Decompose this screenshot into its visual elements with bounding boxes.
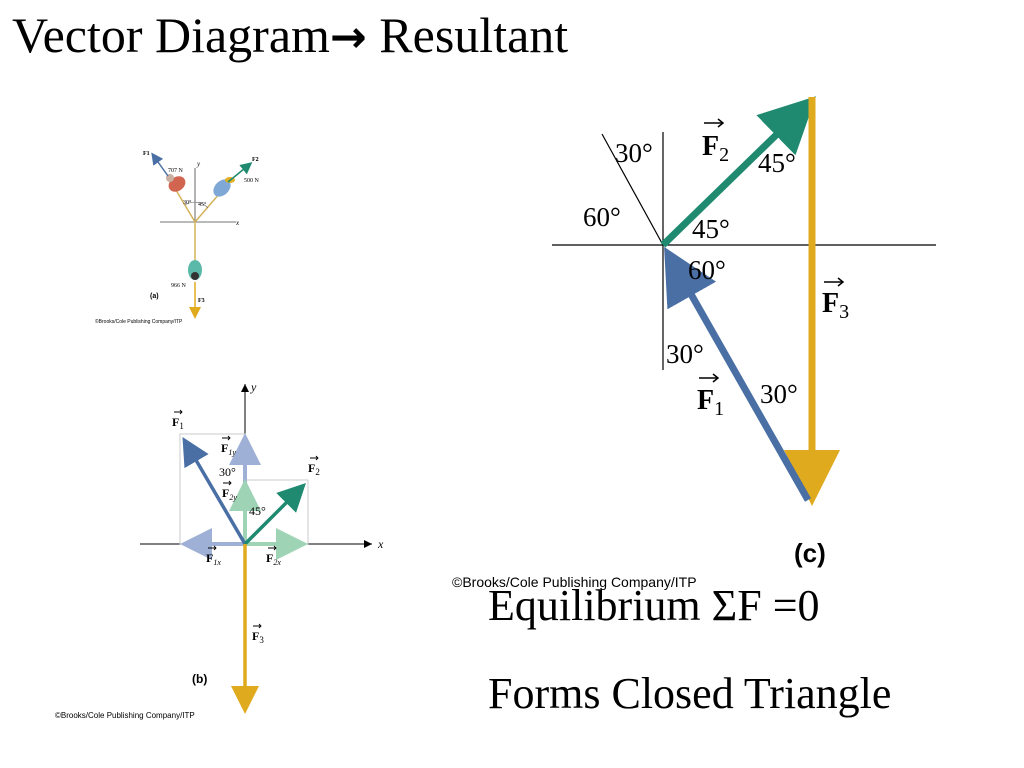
fig-a-label: (a) [150, 293, 159, 300]
fig-a-person-2 [213, 179, 231, 197]
fig-a-angle-45: 45° [198, 201, 207, 208]
fig-a-arrow-f1 [151, 152, 169, 177]
fig-b-arrow-f1 [182, 436, 247, 545]
fig-a-f2-value: 500 N [244, 178, 260, 184]
fig-c-f2-label: F2 [702, 118, 729, 166]
fig-c-angle-30-top: 30° [615, 138, 653, 168]
fig-a-f2-label: F2 [252, 157, 259, 163]
fig-c-angle-30-lower: 30° [666, 339, 704, 369]
fig-c-label: (c) [794, 538, 826, 568]
fig-b-label: (b) [192, 672, 207, 686]
fig-c-arrow-f1 [664, 246, 812, 502]
fig-a-f1-label: F1 [143, 151, 150, 157]
fig-b-f1-label: F1 [172, 415, 184, 431]
fig-b-f1y-label: F1y [221, 441, 236, 457]
figure-c: 30° 60° 45° 45° 60° 30° 30° F2 F3 F1 (c)… [452, 96, 936, 590]
fig-b-angle-45: 45° [249, 504, 266, 518]
fig-b-vector-accents [174, 409, 319, 629]
slide-title: Vector Diagram→ Resultant [12, 8, 568, 63]
fig-c-diagonal-line [601, 133, 664, 246]
fig-c-angle-45-top: 45° [758, 148, 796, 178]
equilibrium-caption: Equilibrium ΣF =0 [488, 581, 820, 630]
fig-b-angle-30: 30° [219, 465, 236, 479]
fig-a-person-3-head [191, 272, 199, 280]
fig-a-angle-arc [184, 201, 209, 209]
figure-a: x y 30° 45° F1 F2 F3 707 N 500 N 966 N (… [95, 151, 260, 325]
figure-b: x y F1 F1y 30° F2y 45° F2 F1x F2x F3 (b)… [55, 380, 384, 720]
right-arrow-icon: → [329, 12, 367, 63]
fig-c-angle-60-left: 60° [583, 202, 621, 232]
fig-a-arrow-f2 [227, 162, 253, 183]
closed-triangle-caption: Forms Closed Triangle [488, 669, 892, 718]
fig-c-f1-label: F1 [697, 373, 724, 420]
fig-a-f1-value: 707 N [168, 168, 184, 174]
fig-a-angle-30: 30° [183, 199, 192, 206]
fig-a-f3-label: F3 [198, 298, 205, 304]
fig-b-f1x-label: F1x [206, 551, 221, 567]
fig-c-angle-60-origin: 60° [688, 255, 726, 285]
fig-b-arrow-f2 [243, 483, 306, 546]
fig-a-axis-y-label: y [196, 160, 201, 168]
title-part1: Vector Diagram [12, 7, 330, 63]
fig-c-arrow-f2 [660, 96, 817, 248]
fig-c-copyright: ©Brooks/Cole Publishing Company/ITP [452, 574, 697, 590]
fig-b-f2x-label: F2x [266, 551, 281, 567]
svg-text:F2: F2 [702, 131, 729, 166]
fig-c-angle-45-origin: 45° [692, 214, 730, 244]
fig-a-copyright: ©Brooks/Cole Publishing Company/ITP [95, 318, 183, 325]
fig-b-f2y-label: F2y [222, 486, 237, 502]
fig-b-axis-x-label: x [377, 537, 384, 551]
fig-a-f3-value: 966 N [171, 283, 187, 289]
fig-a-axis-x-label: x [235, 219, 240, 227]
fig-b-copyright: ©Brooks/Cole Publishing Company/ITP [55, 711, 195, 720]
title-part2: Resultant [366, 7, 569, 63]
fig-c-f3-label: F3 [822, 277, 849, 323]
fig-c-angle-30-bottom: 30° [760, 379, 798, 409]
svg-text:F1: F1 [697, 385, 724, 420]
fig-b-f2-label: F2 [308, 461, 320, 477]
fig-b-axis-y-label: y [250, 380, 257, 394]
fig-b-f3-label: F3 [252, 629, 264, 645]
svg-text:F3: F3 [822, 288, 849, 323]
